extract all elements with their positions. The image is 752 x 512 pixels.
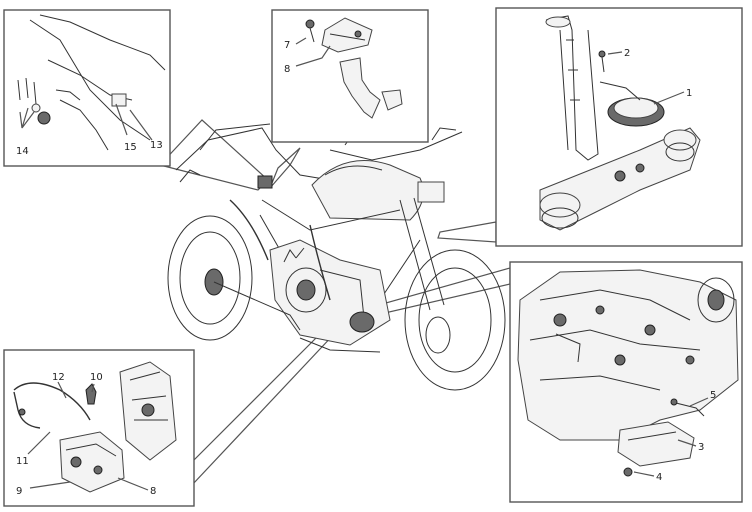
pointer-lines bbox=[158, 119, 511, 487]
callout-7: 7 bbox=[284, 40, 290, 51]
callout-13: 13 bbox=[150, 140, 163, 151]
callout-10: 10 bbox=[90, 372, 103, 383]
callout-11: 11 bbox=[16, 456, 29, 467]
panel-bottom-right: 5 3 4 bbox=[509, 261, 743, 503]
panel-bottom-left: 12 10 11 9 8 bbox=[3, 349, 195, 507]
callout-3: 3 bbox=[698, 442, 704, 453]
motorcycle-drawing bbox=[167, 123, 506, 391]
callout-9: 9 bbox=[16, 486, 22, 497]
panel-top-left: 14 15 13 bbox=[3, 9, 171, 167]
callout-8: 8 bbox=[284, 64, 290, 75]
panel-top-center: 7 8 bbox=[271, 9, 429, 143]
callout-12: 12 bbox=[52, 372, 65, 383]
callout-8-lower: 8 bbox=[150, 486, 156, 497]
callout-2: 2 bbox=[624, 48, 630, 59]
callout-1: 1 bbox=[686, 88, 692, 99]
callout-4: 4 bbox=[656, 472, 662, 483]
panel-top-right: 2 1 bbox=[495, 7, 743, 247]
callout-14: 14 bbox=[16, 146, 29, 157]
callout-15: 15 bbox=[124, 142, 137, 153]
callout-5: 5 bbox=[710, 390, 716, 401]
